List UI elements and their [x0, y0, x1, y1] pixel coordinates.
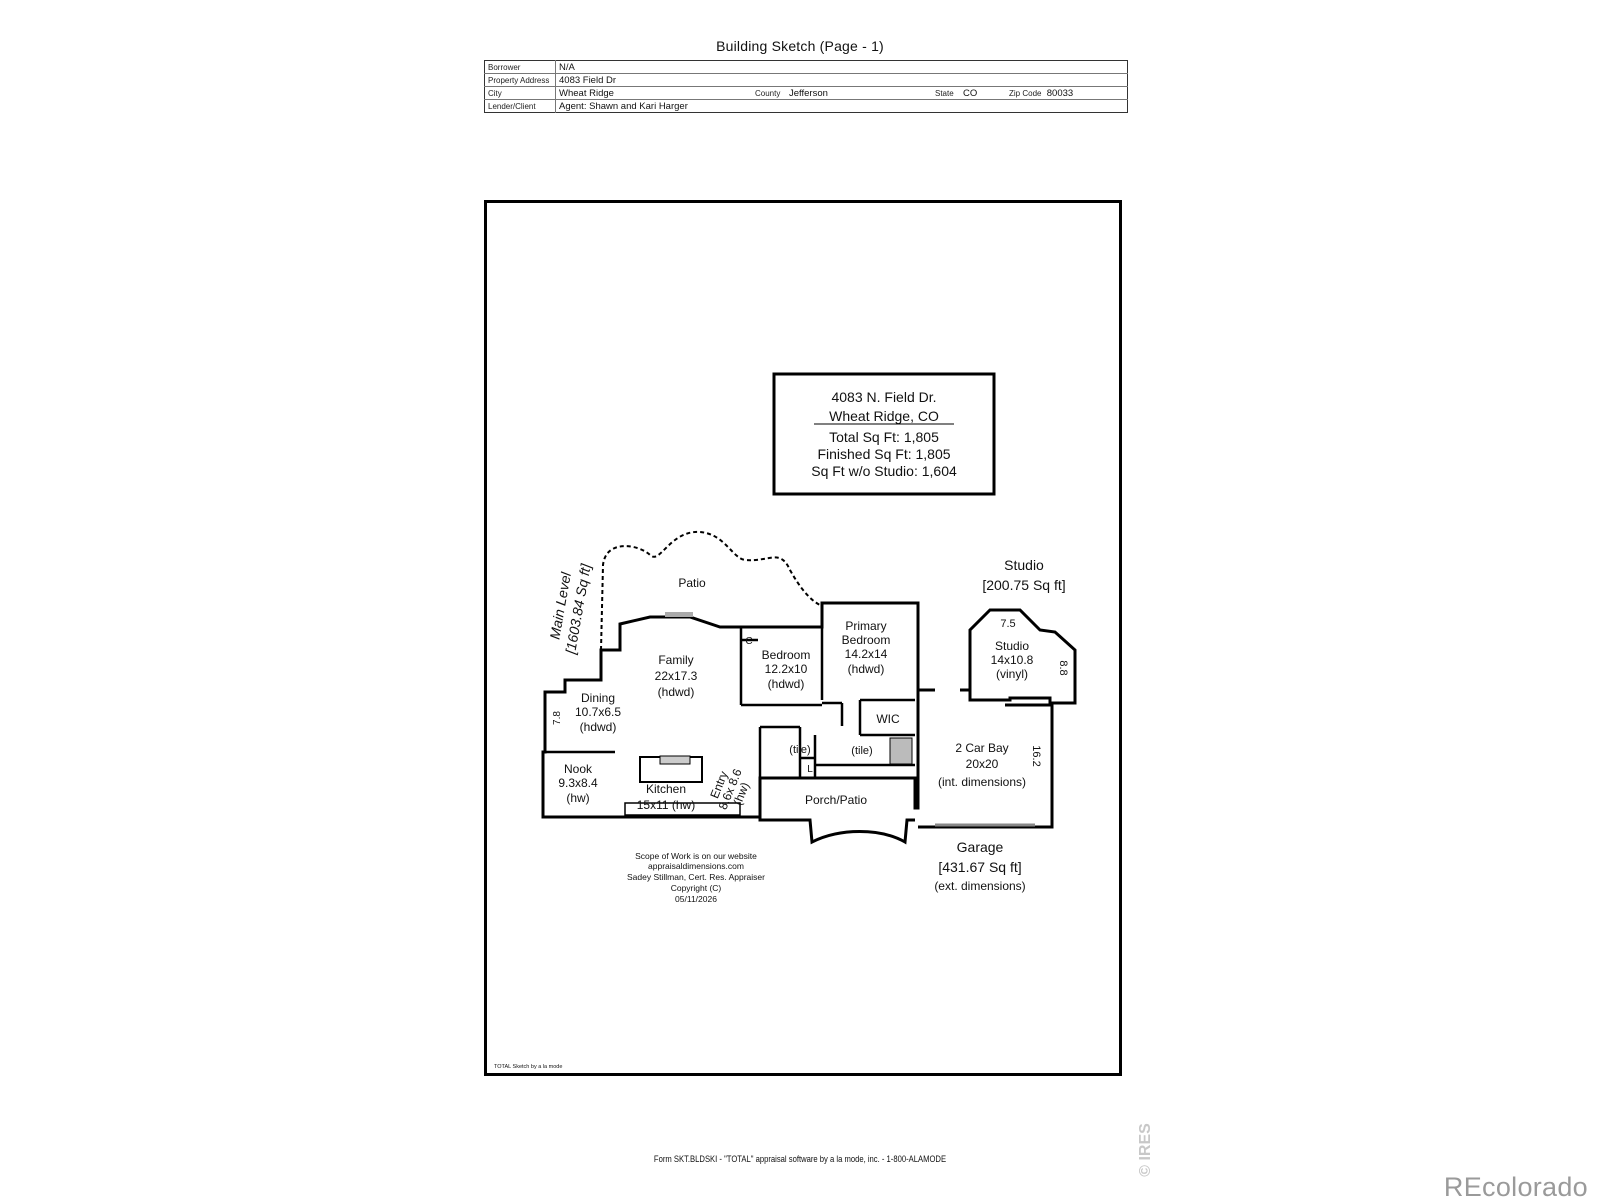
garage-room-label-3: (int. dimensions) [938, 775, 1026, 789]
studio-room-label-2: 14x10.8 [991, 653, 1034, 667]
bath1-label: (tile) [789, 744, 810, 756]
sketch-credit: TOTAL Sketch by a la mode [494, 1064, 562, 1070]
summary-line-1: 4083 N. Field Dr. [831, 389, 936, 405]
primary-label-3: 14.2x14 [845, 647, 888, 661]
form-footer: Form SKT.BLDSKI - "TOTAL" appraisal soft… [653, 1154, 947, 1164]
city-label: City [484, 86, 556, 100]
patio-outline [600, 530, 821, 651]
garage-area-label-2: [431.67 Sq ft] [938, 859, 1021, 875]
garage-dimension: 16.2 [1030, 745, 1042, 766]
page-title: Building Sketch (Page - 1) [716, 38, 884, 54]
garage-area-label-1: Garage [957, 839, 1004, 855]
garage-area-label-3: (ext. dimensions) [934, 879, 1025, 893]
studio-area-label-1: Studio [1004, 557, 1044, 573]
garage-outline [918, 688, 1054, 829]
state-value: CO [960, 86, 1006, 100]
porch-label: Porch/Patio [805, 793, 867, 807]
lender-value: Agent: Shawn and Kari Harger [559, 100, 688, 112]
scope-line-5: 05/11/2026 [675, 894, 717, 904]
family-label-3: (hdwd) [658, 685, 695, 699]
borrower-label: Borrower [484, 60, 556, 74]
summary-line-5: Sq Ft w/o Studio: 1,604 [811, 463, 957, 479]
zip-label: Zip Code [1009, 88, 1042, 98]
kitchen-label-1: Kitchen [646, 782, 686, 796]
city-value: Wheat Ridge [555, 86, 752, 100]
kitchen-counter [624, 802, 741, 816]
zip-cell: Zip Code 80033 [1006, 86, 1128, 100]
bedroom-label-2: 12.2x10 [765, 662, 808, 676]
closet-label: C [745, 636, 752, 647]
studio-room-label-3: (vinyl) [996, 667, 1028, 681]
lender-row: Lender/Client Agent: Shawn and Kari Harg… [484, 99, 1128, 113]
property-info-table: Borrower N/A Property Address 4083 Field… [484, 60, 1128, 113]
scope-line-2: appraisaldimensions.com [648, 861, 744, 871]
laundry-label: L [807, 764, 813, 775]
dining-label-2: 10.7x6.5 [575, 705, 621, 719]
nook-label-2: 9.3x8.4 [558, 776, 598, 790]
summary-line-4: Finished Sq Ft: 1,805 [817, 446, 950, 462]
bedroom-label-3: (hdwd) [768, 677, 805, 691]
state-label: State [932, 86, 960, 100]
city-row: City Wheat Ridge County Jefferson State … [484, 86, 1128, 100]
dining-label-3: (hdwd) [580, 720, 617, 734]
zip-value: 80033 [1046, 87, 1074, 99]
summary-box [772, 372, 996, 496]
bedroom-label-1: Bedroom [762, 648, 811, 662]
studio-room-label-1: Studio [995, 639, 1029, 653]
ires-watermark-text: © IRES [1137, 1123, 1154, 1177]
scope-line-3: Sadey Stillman, Cert. Res. Appraiser [627, 872, 765, 882]
kitchen-sink [659, 755, 691, 765]
scope-line-4: Copyright (C) [671, 883, 722, 893]
recolorado-logo: REcolorado [1443, 1172, 1588, 1202]
family-label-2: 22x17.3 [655, 669, 698, 683]
nook-label-3: (hw) [566, 791, 589, 805]
patio-window [665, 612, 693, 617]
sketch-frame [484, 200, 1122, 1076]
primary-label-4: (hdwd) [848, 662, 885, 676]
scope-line-1: Scope of Work is on our website [635, 851, 757, 861]
studio-dimension-side: 8.8 [1057, 660, 1069, 675]
porch-outline [758, 778, 915, 845]
ires-watermark: © IRES [1137, 1123, 1154, 1177]
kitchen-label-2: 15x11 (hw) [637, 798, 695, 812]
dining-label-1: Dining [581, 691, 615, 705]
county-label: County [752, 86, 786, 100]
interior-walls [545, 627, 915, 778]
primary-label-2: Bedroom [842, 633, 891, 647]
main-level-label-group: Main Level [1603.84 Sq ft] [546, 562, 593, 657]
family-label-1: Family [658, 653, 693, 667]
address-label: Property Address [484, 73, 556, 87]
garage-room-label-1: 2 Car Bay [955, 741, 1008, 755]
summary-line-3: Total Sq Ft: 1,805 [829, 429, 939, 445]
lender-label: Lender/Client [484, 99, 556, 113]
borrower-value: N/A [555, 60, 1128, 74]
studio-outline [968, 608, 1077, 705]
address-row: Property Address 4083 Field Dr [484, 73, 1128, 87]
patio-label: Patio [678, 576, 706, 590]
nook-label-1: Nook [564, 762, 593, 776]
shower-tile [889, 737, 913, 765]
borrower-row: Borrower N/A [484, 60, 1128, 74]
entry-label-group: Entry 8.6x 8.6 (hw) [707, 767, 752, 812]
dining-dimension: 7.8 [552, 711, 563, 725]
county-value: Jefferson [786, 86, 932, 100]
studio-dimension-top: 7.5 [1000, 618, 1015, 630]
address-value: 4083 Field Dr [555, 73, 1128, 87]
wic-label: WIC [876, 712, 900, 726]
garage-room-label-2: 20x20 [966, 757, 999, 771]
summary-line-2: Wheat Ridge, CO [829, 408, 939, 424]
main-level-outline [541, 601, 920, 819]
primary-label-1: Primary [845, 619, 886, 633]
studio-area-label-2: [200.75 Sq ft] [982, 577, 1065, 593]
bath2-label: (tile) [851, 745, 872, 757]
